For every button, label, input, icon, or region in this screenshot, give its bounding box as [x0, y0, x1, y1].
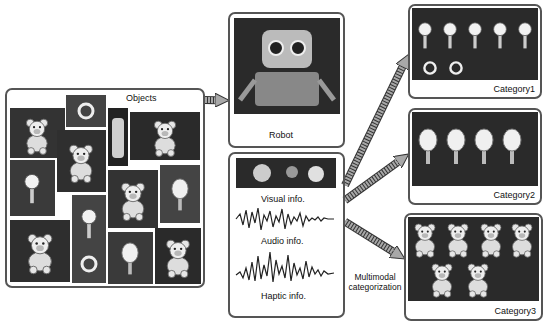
teddy-bear [70, 145, 93, 182]
ring-toy [450, 62, 461, 73]
maraca [172, 179, 188, 211]
visual-blob [308, 166, 324, 182]
category-box: Category3 [404, 213, 543, 321]
arrow-connector [345, 222, 393, 252]
photo-tile [10, 108, 65, 158]
photo-tile [108, 232, 153, 284]
arrow-outline [205, 96, 215, 104]
arrow-connector [345, 162, 397, 200]
arrow-outline [345, 162, 397, 200]
arrow-outline [345, 222, 393, 252]
maraca [122, 243, 138, 275]
rattle [419, 23, 432, 49]
category-photo [412, 8, 538, 80]
photo-tile [72, 195, 106, 283]
ring-toy [82, 257, 96, 271]
node-text: Objects [125, 93, 158, 104]
teddy-bear [122, 183, 145, 220]
teddy-bear [28, 234, 52, 273]
rattle [444, 23, 457, 49]
category-photo [412, 112, 538, 186]
arrow-connector [205, 100, 215, 101]
photo-tile [108, 108, 128, 166]
photo-tile [155, 228, 201, 284]
rattle [469, 23, 482, 49]
node-text: Audio info. [260, 236, 305, 247]
photo-tile [10, 220, 70, 282]
sensor-box: Visual info. Audio info. Haptic info. [228, 152, 345, 318]
teddy-bear [432, 264, 452, 297]
teddy-bear [415, 224, 435, 257]
teddy-bear [448, 224, 468, 257]
visual-blob [286, 166, 298, 178]
photo-tile [160, 165, 200, 223]
robot-body [255, 72, 319, 106]
category-box: Category1 [408, 4, 542, 99]
node-text: Robot [268, 130, 294, 141]
maraca [419, 129, 437, 164]
teddy-bear [481, 224, 501, 257]
visual-image [236, 158, 336, 188]
robot-arm [240, 80, 255, 100]
photo-tile [10, 160, 55, 216]
arrow-shaft [345, 162, 397, 200]
visual-blob [253, 164, 271, 182]
haptic-waveform [236, 252, 334, 282]
annotation-label: Multimodal categorization [347, 272, 403, 292]
node-text: Category3 [493, 306, 537, 317]
teddy-bear [468, 264, 488, 297]
rattle [25, 174, 39, 203]
maraca [447, 129, 465, 164]
category-box: Category2 [408, 108, 542, 205]
ring-toy [79, 104, 93, 118]
rattle [494, 23, 507, 49]
maraca [475, 129, 493, 164]
rattle [82, 209, 96, 238]
teddy-bear [26, 119, 47, 154]
robot-eye [291, 41, 305, 55]
robot-arm [319, 80, 334, 100]
category-photo [408, 217, 539, 301]
objects-box: Objects [5, 88, 205, 288]
node-text: Category1 [492, 84, 536, 95]
audio-waveform [236, 208, 334, 230]
photo-tile [66, 95, 106, 127]
photo-tile [57, 130, 106, 192]
robot-head [262, 30, 312, 68]
robot-box: Robot [228, 12, 345, 148]
arrow-shaft [345, 222, 393, 252]
teddy-bear [154, 121, 175, 156]
node-text: Haptic info. [260, 291, 307, 302]
robot-photo [234, 18, 340, 114]
teddy-bear [167, 240, 190, 277]
rattle [519, 23, 532, 49]
node-text: Visual info. [260, 194, 306, 205]
robot-eye [269, 41, 283, 55]
photo-tile [130, 112, 200, 160]
maraca [503, 129, 521, 164]
photo-tile [108, 170, 158, 228]
node-text: Category2 [492, 190, 536, 201]
ring-toy [424, 62, 435, 73]
bottle [112, 118, 124, 158]
teddy-bear [512, 224, 532, 257]
arrow-shaft [205, 97, 215, 103]
